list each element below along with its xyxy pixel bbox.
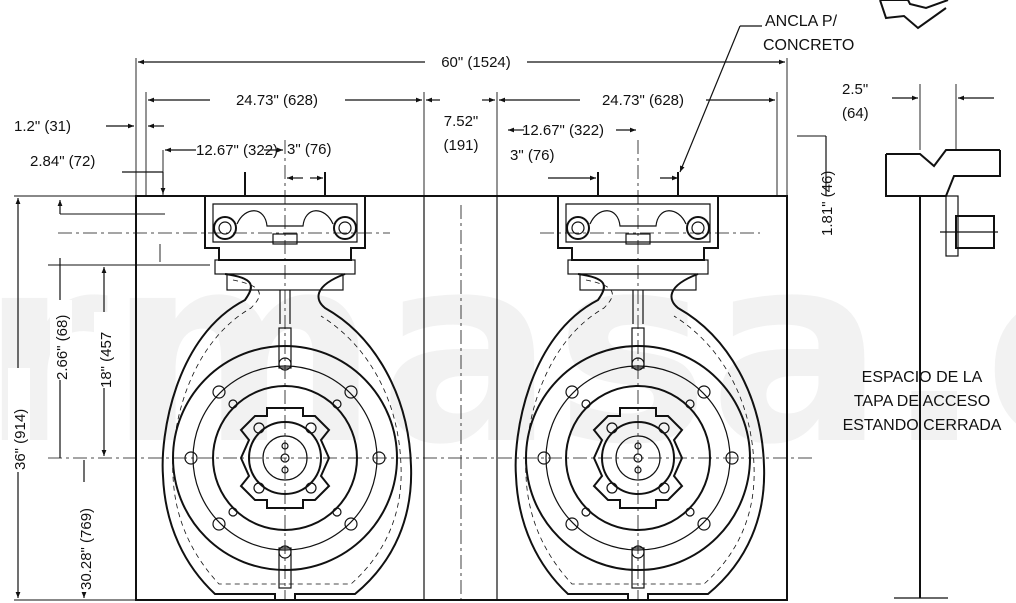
access-note-line2: TAPA DE ACCESO [854, 393, 990, 410]
dim-height-b: 18" (457 [98, 332, 115, 388]
dim-gap-inches: 7.52" [444, 113, 479, 130]
dim-left-margin: 1.2" (31) [14, 118, 71, 135]
dim-height-total: 36" (914) [12, 409, 29, 470]
anchor-note-line1: ANCLA P/ [765, 13, 838, 30]
dim-offset-right-a: 12.67" (322) [522, 122, 604, 139]
dim-height-c: 30.28" (769) [78, 508, 95, 590]
label-bg [74, 482, 96, 592]
side-bracket [945, 195, 959, 257]
label-bg [94, 312, 116, 388]
access-note-line3: ESTANDO CERRADA [843, 417, 1002, 434]
access-note-line1: ESPACIO DE LA [862, 369, 983, 386]
dim-offset-right-b: 3" (76) [510, 147, 555, 164]
label-bg [50, 300, 72, 380]
side-view: 2.5" (64) ESPACIO DE LA TAPA DE ACCESO E… [842, 0, 1002, 599]
dim-gap-mm: (191) [443, 137, 478, 154]
dim-overall-width: 60" (1524) [441, 54, 511, 71]
dim-right-vertical: 1.81" (46) [819, 171, 836, 236]
dim-offset-left-b: 3" (76) [287, 141, 332, 158]
leader-line [679, 25, 741, 173]
dim-side-top: 2.5" [842, 81, 868, 98]
dim-offset-left-a: 12.67" (322) [196, 142, 278, 159]
anchor-note-line2: CONCRETO [763, 37, 854, 54]
label-bg [8, 368, 30, 472]
watermark: rmasa.com [0, 200, 1016, 502]
dim-edge-offset: 2.84" (72) [30, 153, 95, 170]
enclosure-outline [135, 195, 788, 601]
dim-height-a: 2.66" (68) [54, 315, 71, 380]
dim-left-unit-width: 24.73" (628) [236, 92, 318, 109]
dim-right-unit-width: 24.73" (628) [602, 92, 684, 109]
dim-side-bottom: (64) [842, 105, 869, 122]
